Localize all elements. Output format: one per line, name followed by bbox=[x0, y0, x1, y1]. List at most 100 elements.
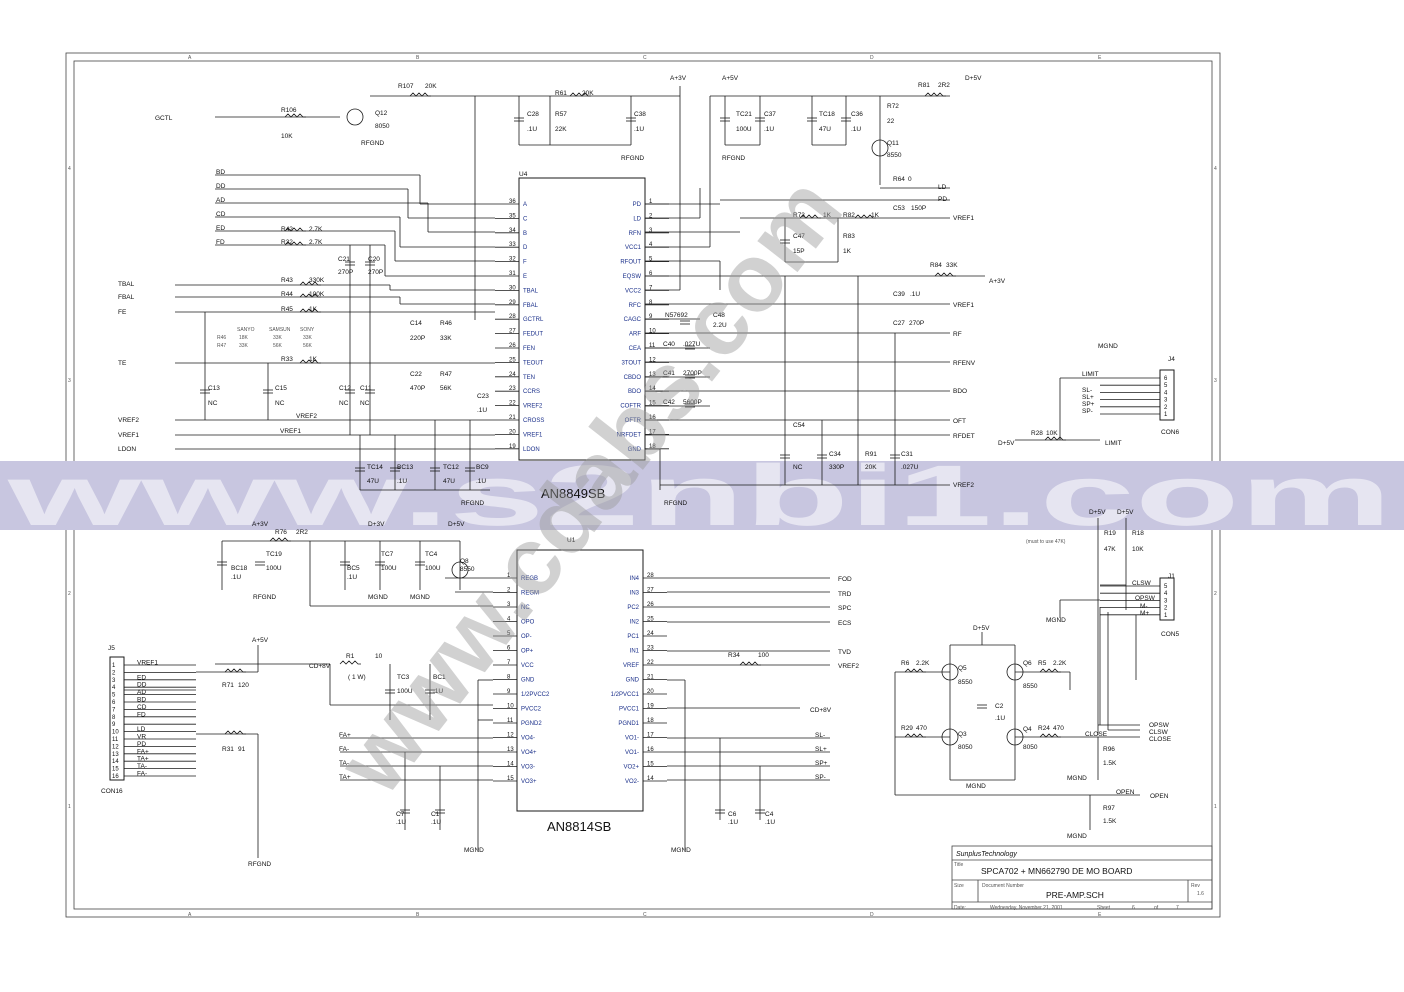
net-label: C42 bbox=[663, 399, 675, 406]
table-cell: 33K bbox=[273, 335, 283, 341]
net-label: M+ bbox=[1140, 610, 1149, 617]
transistor-symbol bbox=[941, 663, 959, 681]
pin-number: 20 bbox=[509, 429, 516, 435]
net-label: PD bbox=[938, 196, 947, 203]
resistor-symbol bbox=[799, 214, 821, 219]
net-label: .027U bbox=[901, 464, 919, 471]
net-label: C15 bbox=[275, 385, 287, 392]
net-label: RFGND bbox=[461, 500, 484, 507]
pin-number: 6 bbox=[112, 700, 116, 706]
pin-number: 5 bbox=[1164, 584, 1168, 590]
net-label: 20K bbox=[425, 83, 437, 90]
pin-number: 3 bbox=[1164, 398, 1168, 404]
zone-row-left: 2 bbox=[68, 591, 71, 597]
transistor-symbol bbox=[346, 108, 364, 126]
net-label: R71 bbox=[222, 682, 234, 689]
net-label: RFGND bbox=[664, 500, 687, 507]
net-label: 10K bbox=[1132, 546, 1144, 553]
pin-name: COFTR bbox=[620, 404, 641, 410]
net-label: .1U bbox=[728, 819, 738, 826]
net-label: 2.2K bbox=[916, 660, 930, 667]
pin-number: 13 bbox=[507, 747, 514, 753]
net-label: R61 bbox=[555, 90, 567, 97]
net-label: C12 bbox=[339, 385, 351, 392]
zone-row-left: 3 bbox=[68, 378, 71, 384]
zone-col-bottom: E bbox=[1098, 912, 1102, 918]
zone-col-bottom: C bbox=[643, 912, 647, 918]
zone-row-left: 1 bbox=[68, 804, 71, 810]
net-label: C27 bbox=[893, 320, 905, 327]
zone-col-bottom: D bbox=[870, 912, 874, 918]
net-label: 2700P bbox=[683, 370, 702, 377]
net-label: OPEN bbox=[1116, 789, 1135, 796]
net-label: 0 bbox=[908, 176, 912, 183]
pin-name: ARF bbox=[629, 332, 641, 338]
net-label: RFGND bbox=[248, 861, 271, 868]
net-label: CON6 bbox=[1161, 429, 1179, 436]
pin-name: PVCC1 bbox=[619, 707, 640, 713]
pin-number: 17 bbox=[649, 429, 656, 435]
net-label: D+5V bbox=[448, 521, 465, 528]
pin-number: 21 bbox=[509, 415, 516, 421]
pin-number: 18 bbox=[649, 444, 656, 450]
net-label: ED bbox=[137, 674, 146, 681]
pin-number: 1 bbox=[649, 199, 653, 205]
resistor-symbol bbox=[924, 92, 946, 97]
net-label: 47K bbox=[1104, 546, 1116, 553]
net-label: 2R2 bbox=[938, 82, 950, 89]
net-label: C41 bbox=[663, 370, 675, 377]
pin-number: 8 bbox=[112, 715, 116, 721]
resistor-symbol bbox=[1039, 668, 1061, 673]
rev-label: Rev bbox=[1191, 883, 1200, 889]
pin-number: 24 bbox=[509, 372, 516, 378]
net-label: Q6 bbox=[1023, 660, 1032, 667]
pin-name: VO4+ bbox=[521, 750, 537, 756]
pin-name: IN4 bbox=[630, 576, 640, 582]
net-label: TC7 bbox=[381, 551, 394, 558]
net-label: TC14 bbox=[367, 464, 383, 471]
zone-col-top: A bbox=[188, 55, 192, 61]
pin-number: 4 bbox=[1164, 591, 1168, 597]
net-label: 15P bbox=[793, 248, 805, 255]
pin-name: VO2+ bbox=[623, 765, 639, 771]
net-label: C22 bbox=[410, 371, 422, 378]
net-label: C2 bbox=[995, 703, 1004, 710]
pin-number: 5 bbox=[507, 631, 511, 637]
pin-number: 13 bbox=[649, 372, 656, 378]
net-label: OPSW bbox=[1149, 722, 1170, 729]
resistor-symbol bbox=[299, 359, 321, 364]
pin-number: 12 bbox=[507, 733, 514, 739]
transistor-symbol bbox=[1006, 663, 1024, 681]
net-label: D+3V bbox=[368, 521, 385, 528]
net-label: 470P bbox=[410, 385, 425, 392]
pin-name: BDO bbox=[628, 389, 641, 395]
net-label: 2.2K bbox=[1053, 660, 1067, 667]
resistor-symbol bbox=[299, 281, 321, 286]
net-label: .1U bbox=[347, 574, 357, 581]
net-label: VREF1 bbox=[953, 215, 974, 222]
net-label: SP- bbox=[815, 774, 826, 781]
net-label: R42 bbox=[281, 226, 293, 233]
net-label: 8550 bbox=[460, 566, 475, 573]
pin-number: 20 bbox=[647, 689, 654, 695]
net-label: D+5V bbox=[1089, 509, 1106, 516]
pin-name: TEN bbox=[523, 375, 535, 381]
net-label: 270P bbox=[338, 269, 353, 276]
title-label: Title bbox=[954, 862, 963, 868]
pin-name: PVCC2 bbox=[521, 707, 542, 713]
pin-number: 2 bbox=[649, 213, 653, 219]
pin-name: F bbox=[523, 260, 527, 266]
net-label: 10 bbox=[375, 653, 383, 660]
net-label: 330K bbox=[309, 277, 325, 284]
net-label: LIMIT bbox=[1105, 440, 1122, 447]
net-label: FBAL bbox=[118, 294, 135, 301]
pin-number: 2 bbox=[507, 588, 511, 594]
resistor-symbol bbox=[224, 730, 246, 735]
pin-name: FEDUT bbox=[523, 332, 543, 338]
net-label: VR bbox=[137, 734, 146, 741]
net-label: Q11 bbox=[887, 140, 899, 147]
of-label: of bbox=[1154, 905, 1159, 911]
net-label: R72 bbox=[887, 103, 899, 110]
net-label: LIMIT bbox=[1082, 371, 1099, 378]
